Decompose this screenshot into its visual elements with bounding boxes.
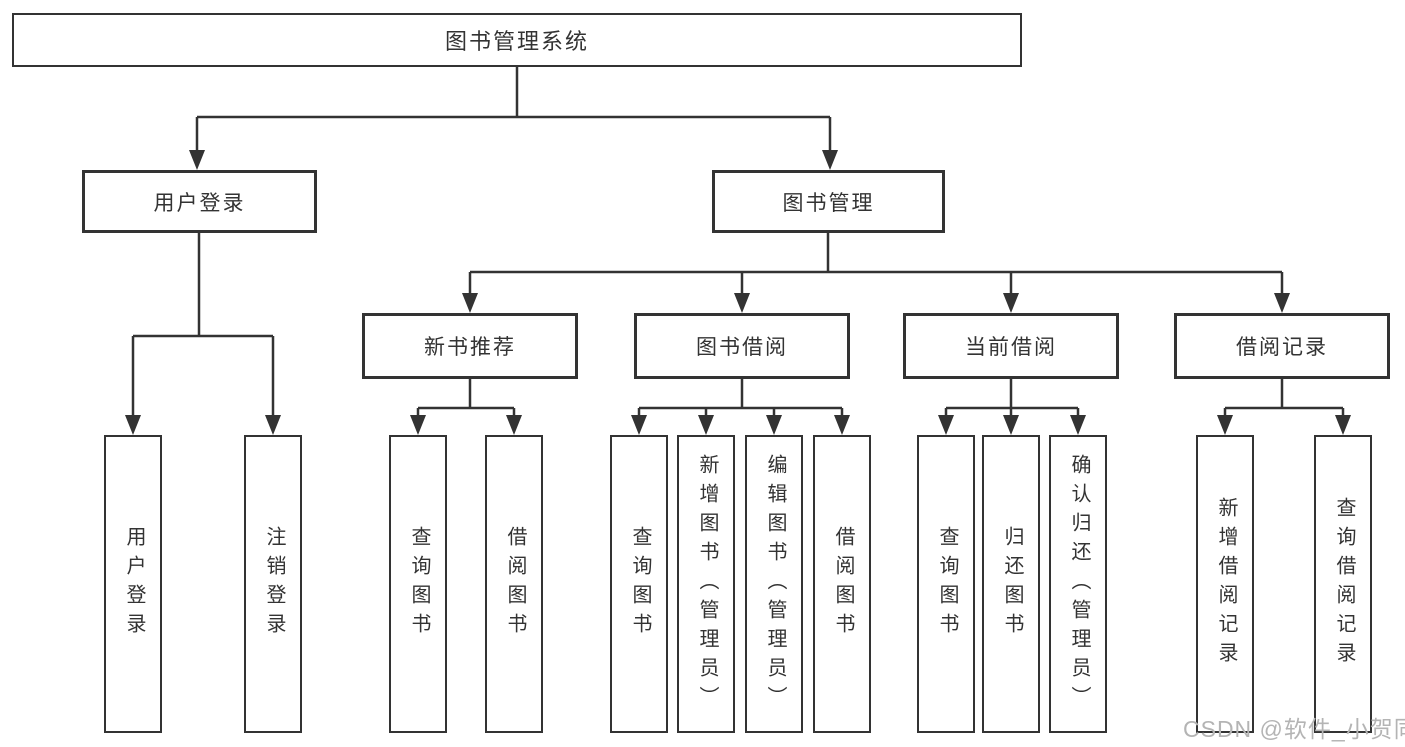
arrowhead-icon xyxy=(265,415,281,435)
arrowhead-icon xyxy=(1335,415,1351,435)
node-book-management: 图书管理 xyxy=(712,170,945,233)
leaf-edit-books-admin: 编辑图书（管理员） xyxy=(745,435,803,733)
arrowhead-icon xyxy=(938,415,954,435)
node-current-borrowing: 当前借阅 xyxy=(903,313,1119,379)
node-root: 图书管理系统 xyxy=(12,13,1022,67)
arrowhead-icon xyxy=(125,415,141,435)
arrowhead-icon xyxy=(462,293,478,313)
leaf-newbooks-query-books: 查询图书 xyxy=(389,435,447,733)
arrowhead-icon xyxy=(766,415,782,435)
node-new-books: 新书推荐 xyxy=(362,313,578,379)
leaf-borrow-query-books: 查询图书 xyxy=(610,435,668,733)
arrowhead-icon xyxy=(834,415,850,435)
arrowhead-icon xyxy=(1217,415,1233,435)
arrowhead-icon xyxy=(1070,415,1086,435)
arrowhead-icon xyxy=(1003,293,1019,313)
leaf-current-query-books: 查询图书 xyxy=(917,435,975,733)
leaf-query-borrow-record: 查询借阅记录 xyxy=(1314,435,1372,733)
leaf-user-login: 用户登录 xyxy=(104,435,162,733)
arrowhead-icon xyxy=(631,415,647,435)
watermark: CSDN @软件_小贺同学 xyxy=(1183,716,1405,742)
leaf-add-books-admin: 新增图书（管理员） xyxy=(677,435,735,733)
arrowhead-icon xyxy=(189,150,205,170)
arrowhead-icon xyxy=(1003,415,1019,435)
leaf-confirm-return-admin: 确认归还（管理员） xyxy=(1049,435,1107,733)
arrowhead-icon xyxy=(734,293,750,313)
leaf-logout: 注销登录 xyxy=(244,435,302,733)
leaf-newbooks-borrow-books: 借阅图书 xyxy=(485,435,543,733)
node-borrow-records: 借阅记录 xyxy=(1174,313,1390,379)
arrowhead-icon xyxy=(822,150,838,170)
arrowhead-icon xyxy=(506,415,522,435)
node-book-borrowing: 图书借阅 xyxy=(634,313,850,379)
leaf-return-books: 归还图书 xyxy=(982,435,1040,733)
arrowhead-icon xyxy=(698,415,714,435)
arrowhead-icon xyxy=(410,415,426,435)
node-user-login: 用户登录 xyxy=(82,170,317,233)
leaf-add-borrow-record: 新增借阅记录 xyxy=(1196,435,1254,733)
leaf-borrow-borrow-books: 借阅图书 xyxy=(813,435,871,733)
arrowhead-icon xyxy=(1274,293,1290,313)
